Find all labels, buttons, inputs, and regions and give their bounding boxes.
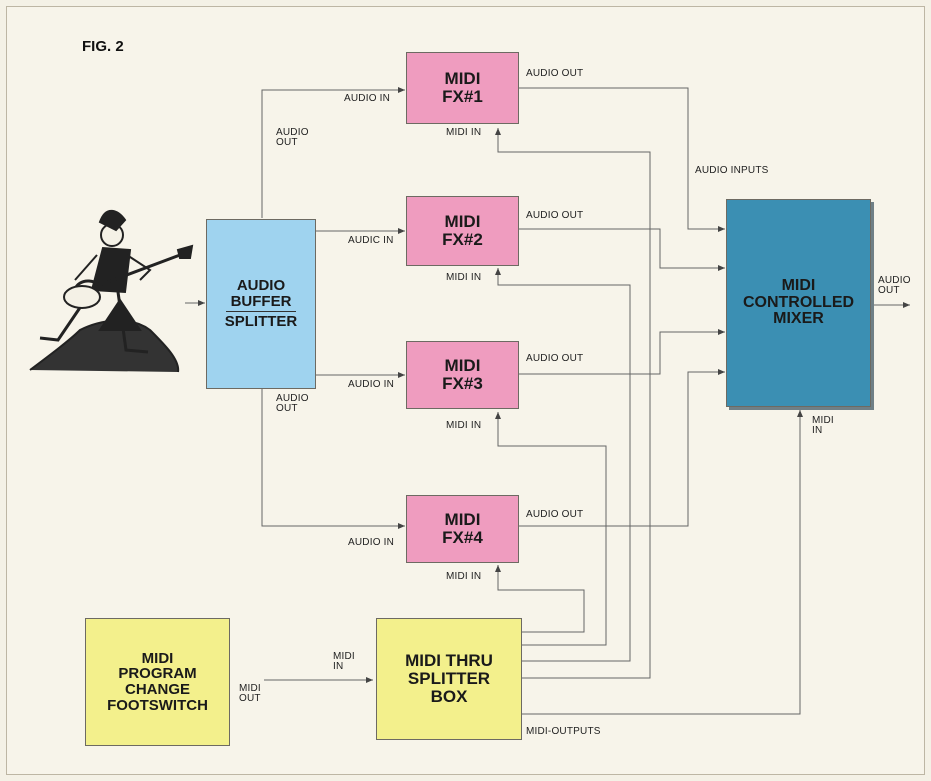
label-audio-out-4: AUDIO OUT [526, 510, 583, 520]
label-audio-out-2: AUDIO OUT [526, 211, 583, 221]
thru-line1: MIDI THRU [405, 652, 493, 670]
splitter-line3: SPLITTER [225, 314, 298, 330]
fx2-line2: FX#2 [442, 231, 483, 249]
label-audio-out-1: AUDIO OUT [526, 69, 583, 79]
mixer-line1: MIDI [743, 278, 854, 295]
fx4-line1: MIDI [442, 511, 483, 529]
guitarist-illustration [30, 211, 192, 372]
midi-controlled-mixer-block: MIDI CONTROLLED MIXER [726, 199, 871, 407]
footswitch-line3: CHANGE [107, 682, 208, 698]
fx1-line2: FX#1 [442, 88, 483, 106]
label-midi-in-2: MIDI IN [446, 273, 481, 283]
label-splitter-audio-out-bottom: AUDIO OUT [276, 394, 309, 414]
mixer-line2: CONTROLLED [743, 295, 854, 312]
splitter-line2: BUFFER [225, 294, 298, 310]
splitter-divider [226, 311, 296, 312]
splitter-to-fx1-wire [262, 90, 405, 218]
label-audio-in-2: AUDIC IN [348, 236, 394, 246]
label-mixer-midi-in: MIDI IN [812, 416, 834, 436]
fx1-to-mixer-wire [518, 88, 725, 229]
thru-to-fx2-midi-wire [498, 268, 630, 661]
label-midi-in-3: MIDI IN [446, 421, 481, 431]
fx3-line2: FX#3 [442, 375, 483, 393]
fx3-line1: MIDI [442, 357, 483, 375]
fx2-line1: MIDI [442, 213, 483, 231]
label-audio-in-1: AUDIO IN [344, 94, 390, 104]
midi-thru-splitter-box-block: MIDI THRU SPLITTER BOX [376, 618, 522, 740]
label-footswitch-midi-out: MIDI OUT [239, 684, 261, 704]
fx2-to-mixer-wire [518, 229, 725, 268]
footswitch-line4: FOOTSWITCH [107, 698, 208, 714]
label-audio-inputs: AUDIO INPUTS [695, 166, 769, 176]
footswitch-line1: MIDI [107, 651, 208, 667]
thru-to-mixer-midi-wire [521, 410, 800, 714]
audio-buffer-splitter-block: AUDIO BUFFER SPLITTER [206, 219, 316, 389]
label-audio-in-3: AUDIO IN [348, 380, 394, 390]
midi-program-change-footswitch-block: MIDI PROGRAM CHANGE FOOTSWITCH [85, 618, 230, 746]
fx4-to-mixer-wire [518, 372, 725, 526]
thru-line3: BOX [405, 688, 493, 706]
label-midi-outputs: MIDI-OUTPUTS [526, 727, 601, 737]
mixer-line3: MIXER [743, 311, 854, 328]
figure-label: FIG. 2 [82, 38, 124, 55]
label-mixer-audio-out: AUDIO OUT [878, 276, 911, 296]
splitter-line1: AUDIO [225, 278, 298, 294]
label-thru-midi-in: MIDI IN [333, 652, 355, 672]
label-midi-in-1: MIDI IN [446, 128, 481, 138]
footswitch-line2: PROGRAM [107, 666, 208, 682]
label-audio-out-3: AUDIO OUT [526, 354, 583, 364]
label-midi-in-4: MIDI IN [446, 572, 481, 582]
label-splitter-audio-out-top: AUDIO OUT [276, 128, 309, 148]
thru-line2: SPLITTER [405, 670, 493, 688]
label-audio-in-4: AUDIO IN [348, 538, 394, 548]
fx4-line2: FX#4 [442, 529, 483, 547]
fx1-line1: MIDI [442, 70, 483, 88]
